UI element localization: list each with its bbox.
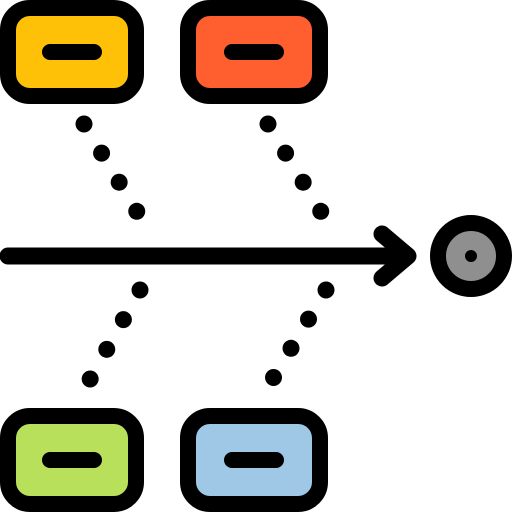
dotted-line-top-left <box>75 115 151 229</box>
dotted-line-top-right <box>259 115 335 229</box>
dotted-line-bottom-left <box>75 281 149 399</box>
spine-arrowhead <box>373 225 417 287</box>
effect-center-dot <box>465 250 477 262</box>
dotted-line-bottom-right <box>257 281 335 399</box>
